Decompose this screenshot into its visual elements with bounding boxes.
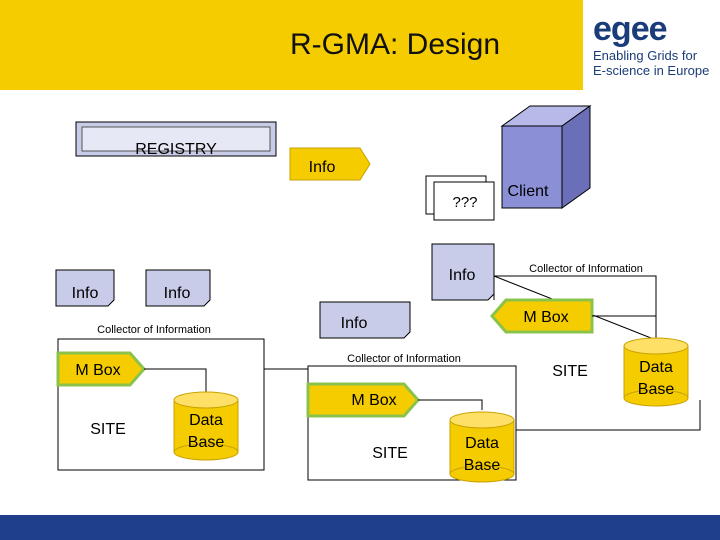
info-note-right [431,243,495,301]
info-note-left-2 [145,269,211,307]
collector-left-label: Collector of Information [97,324,211,336]
db-center-line2: Base [464,457,501,474]
site-right-border-bottom [515,400,701,480]
info-arrow [289,147,371,181]
database-center [449,411,515,483]
site-right-label: SITE [552,363,588,380]
logo-tagline-2: E-science in Europe [593,63,710,78]
logo-tagline-1: Enabling Grids for [593,48,698,63]
unknown-doc-front [433,181,495,221]
mbox-center-label: M Box [351,392,396,409]
info-center-label: Info [341,315,368,332]
link-left-center [263,339,308,370]
client-front [501,125,563,209]
unknown-label: ??? [452,194,477,211]
info-arrow-label: Info [309,159,336,176]
mbox-left-label: M Box [75,362,120,379]
info-note-left-1 [55,269,115,307]
registry-inner [81,126,271,152]
connector-center [418,399,483,410]
mbox-left [56,351,146,387]
site-left-label: SITE [90,421,126,438]
db-center-line1: Data [465,435,499,452]
mbox-right [490,298,594,334]
db-left-line2: Base [188,434,225,451]
database-left [173,391,239,461]
database-right [623,337,689,407]
collector-center-label: Collector of Information [347,353,461,365]
connector-right [592,315,657,340]
db-right-line1: Data [639,359,673,376]
mbox-center [306,382,420,418]
registry-label: REGISTRY [135,141,217,158]
client-label: Client [508,183,549,200]
footer-bar [0,515,720,540]
db-left-line1: Data [189,412,223,429]
header-bar [0,0,583,90]
info-right-label: Info [449,267,476,284]
logo-word-1: eg [593,10,632,48]
info-left-2-label: Info [164,285,191,302]
site-left-border [57,338,265,471]
mbox-right-label: M Box [523,309,568,326]
db-right-line2: Base [638,381,675,398]
info-note-center [319,301,411,339]
logo-word-2: ee [630,10,668,48]
site-center-label: SITE [372,445,408,462]
collector-right-label: Collector of Information [529,263,643,275]
info-left-1-label: Info [72,285,99,302]
slide-title: R-GMA: Design [290,28,501,61]
egee-logo: egee Enabling Grids for E-science in Eur… [583,0,720,90]
connector-left [144,368,207,392]
